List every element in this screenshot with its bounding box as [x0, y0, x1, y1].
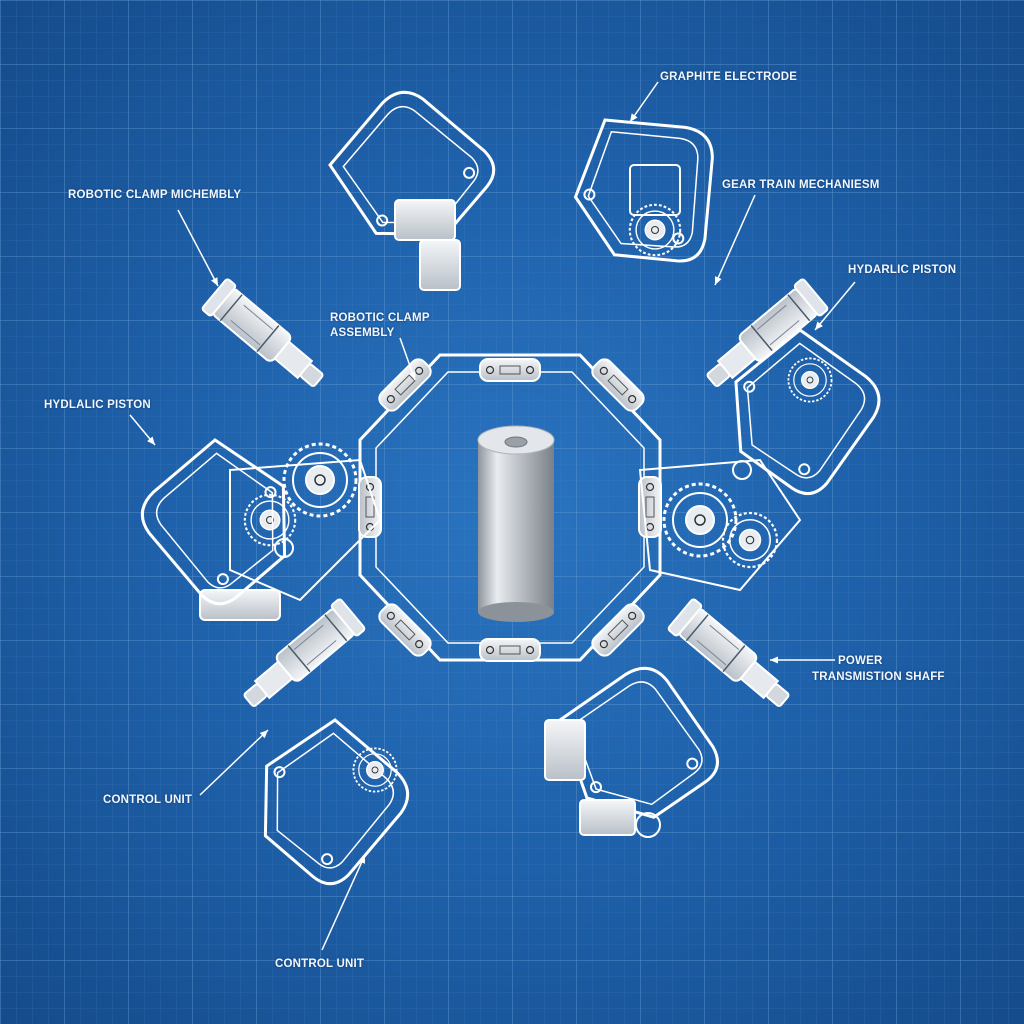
chain-ring [358, 353, 662, 662]
chain-link-bottom [479, 638, 541, 662]
top-right-mechanism [628, 164, 682, 257]
graphite-electrode-cylinder [477, 425, 555, 622]
left-gear-assembly [199, 442, 382, 621]
label-gear-train-mechanism: GEAR TRAIN MECHANIESM [722, 179, 880, 191]
label-power-line1: POWER [838, 655, 883, 667]
label-control-unit-bottom: CONTROL UNIT [275, 958, 365, 970]
label-robotic-clamp-assembly-line2: ASSEMBLY [330, 327, 395, 339]
label-hydarlic-piston: HYDARLIC PISTON [848, 264, 957, 276]
label-robotic-clamp-assembly-line1: ROBOTIC CLAMP [330, 312, 430, 324]
label-power-line2: TRANSMISTION SHAFF [812, 671, 945, 683]
top-left-mechanism [394, 199, 461, 291]
label-control-unit-left: CONTROL UNIT [103, 794, 193, 806]
leader-lines [129, 81, 856, 951]
chain-link-left [358, 476, 382, 538]
label-hydlalic-piston: HYDLALIC PISTON [44, 399, 151, 411]
label-robotic-clamp-mechembly: ROBOTIC CLAMP MICHEMBLY [68, 189, 242, 201]
bottom-right-mechanism [544, 719, 661, 838]
label-graphite-electrode: GRAPHITE ELECTRODE [660, 71, 798, 83]
right-gear-assembly [638, 357, 833, 592]
chain-link-top [479, 358, 541, 382]
